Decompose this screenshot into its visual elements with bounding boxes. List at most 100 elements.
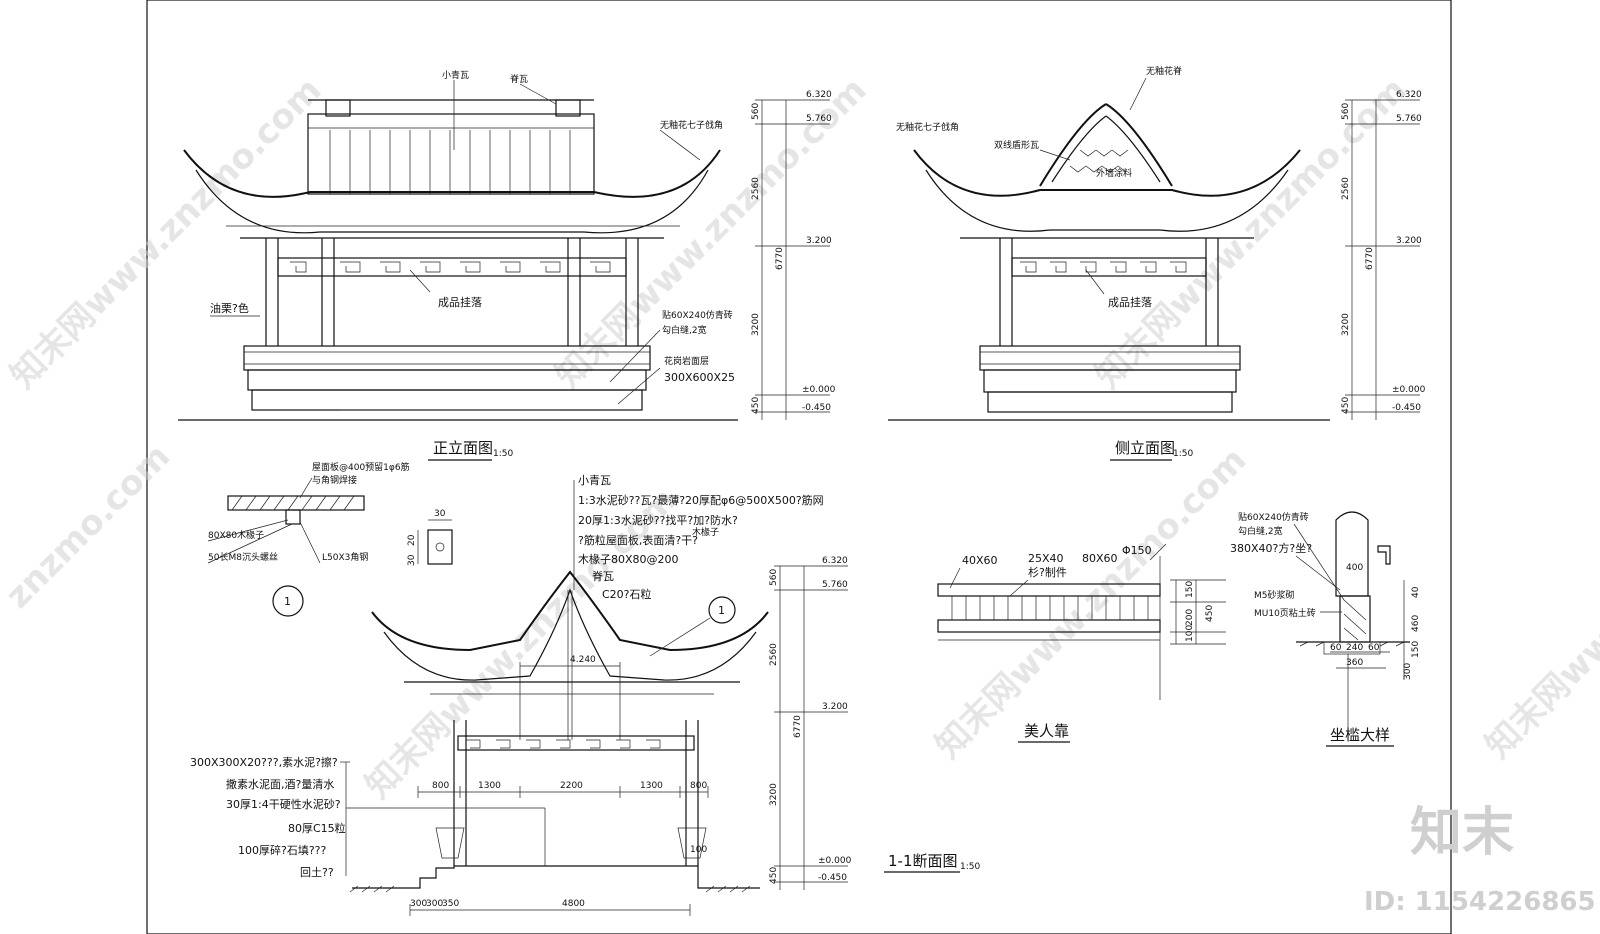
section-dim-1300: 1300 xyxy=(478,781,501,791)
label-4240: 4.240 xyxy=(570,655,596,665)
label-corner: 无釉花七子戗角 xyxy=(660,119,723,131)
title-bench: 美人靠 xyxy=(1024,722,1069,740)
watermark-text: 知末网www.znzmo.com xyxy=(3,70,329,396)
dim-6770: 6770 xyxy=(793,715,803,738)
watermark-layer: 知末网www.znzmo.com 知末网www.znzmo.com 知末网www… xyxy=(0,70,1600,806)
title-section: 1-1断面图 xyxy=(888,852,958,870)
section-bottom-100: 100 xyxy=(690,845,707,855)
elev-3200: 3.200 xyxy=(806,236,832,246)
callout-1-text: 1 xyxy=(284,595,291,608)
sill-brick: 贴60X240仿青砖 xyxy=(1238,511,1309,523)
dim-3200: 3200 xyxy=(769,783,779,806)
front-tile-ribs xyxy=(329,130,571,194)
elev-3200: 3.200 xyxy=(1396,236,1422,246)
section-left-2: 撒素水泥面,酒?量清水 xyxy=(226,777,334,791)
dim-6770: 6770 xyxy=(1365,247,1375,270)
watermark-text: 知末网www.znzmo.com xyxy=(928,440,1254,766)
section-callout-text: 1 xyxy=(718,604,725,617)
section-bottom-4800: 4800 xyxy=(562,899,585,909)
elev-5760: 5.760 xyxy=(1396,114,1422,124)
bench-d3: 80X60 xyxy=(1082,552,1118,565)
title-side-elevation: 侧立面图 xyxy=(1115,439,1175,457)
section-bottom-350: 350 xyxy=(442,899,459,909)
section-bottom-300: 300 xyxy=(410,899,427,909)
title-scale: 1:50 xyxy=(493,449,513,459)
dim-560: 560 xyxy=(769,569,779,586)
label-hanging: 成品挂落 xyxy=(438,295,482,309)
section-small-tile: 小青瓦 xyxy=(578,474,611,487)
elev-0450: -0.450 xyxy=(802,403,831,413)
dim-3200: 3200 xyxy=(1341,313,1351,336)
bench-d2: 25X40 xyxy=(1028,552,1064,565)
title-front-elevation: 正立面图 xyxy=(433,439,493,457)
elev-5760: 5.760 xyxy=(806,114,832,124)
section-callout xyxy=(708,596,736,624)
detail1-line2: 与角钢焊接 xyxy=(312,474,357,486)
elev-3200: 3.200 xyxy=(822,702,848,712)
section-left-3: 30厚1:4干硬性水泥砂? xyxy=(226,797,341,811)
sill-v460: 460 xyxy=(1411,615,1421,632)
section-dim-800b: 800 xyxy=(690,781,707,791)
sill-clay: MU10页粘土砖 xyxy=(1254,607,1316,619)
roof-detail-1: 屋面板@400预留1φ6筋 与角钢焊接 80X80木椽子 50长M8沉头螺丝 L… xyxy=(207,461,453,617)
label-granite-size: 300X600X25 xyxy=(664,371,735,384)
sill-v150: 150 xyxy=(1411,641,1421,658)
brand-id: ID: 1154226865 xyxy=(1364,887,1596,917)
elev-6320: 6.320 xyxy=(1396,90,1422,100)
label-side-corner: 无釉花七子戗角 xyxy=(896,121,959,133)
sill-v300: 300 xyxy=(1403,663,1413,680)
elev-6320: 6.320 xyxy=(822,556,848,566)
section-layer-3: ?筋粒屋面板,表面清?干? xyxy=(578,533,698,547)
bench-balusters xyxy=(951,596,1149,620)
dim-450: 450 xyxy=(1341,397,1351,414)
section-layer-2: 20厚1:3水泥砂??找平?加?防水? xyxy=(578,513,738,527)
elev-0450: -0.450 xyxy=(1392,403,1421,413)
sill-joint: 勾白缝,2宽 xyxy=(1238,525,1283,537)
label-double-tile: 双线盾形瓦 xyxy=(994,139,1039,151)
brand-logo-text: 知末 xyxy=(1410,803,1514,863)
brand-watermark: 知末 ID: 1154226865 xyxy=(1364,803,1596,917)
side-elevation: 无釉花脊 无釉花七子戗角 双线盾形瓦 外墙涂料 成品挂落 侧立面图 1:50 5… xyxy=(888,65,1426,461)
detail1-wood: 80X80木椽子 xyxy=(208,529,264,541)
dim-2560: 2560 xyxy=(1341,177,1351,200)
bench-v150: 150 xyxy=(1185,581,1195,598)
label-paint: 油栗?色 xyxy=(210,301,249,315)
title-scale: 1:50 xyxy=(1173,449,1193,459)
section-layer-1: 1:3水泥砂??瓦?最薄?20厚配φ6@500X500?筋网 xyxy=(578,493,824,507)
watermark-text: 知末网www.znzmo.com xyxy=(1478,440,1600,766)
elev-0450: -0.450 xyxy=(818,873,847,883)
elev-0000: ±0.000 xyxy=(802,385,836,395)
sill-v40: 40 xyxy=(1411,586,1421,598)
sill-h60a: 60 xyxy=(1330,643,1342,653)
elev-5760: 5.760 xyxy=(822,580,848,590)
section-1-1: 4.240 小青瓦 1:3水泥砂??瓦?最薄?20厚配φ6@500X500?筋网… xyxy=(190,474,980,916)
section-dim-800: 800 xyxy=(432,781,449,791)
label-side-hanging: 成品挂落 xyxy=(1108,295,1152,309)
sill-stone: 380X40?方?坐? xyxy=(1230,541,1312,555)
label-joint: 勾白缝,2宽 xyxy=(662,324,707,336)
elev-0000: ±0.000 xyxy=(818,856,852,866)
label-ridge-tile: 脊瓦 xyxy=(510,73,528,85)
sill-mortar: M5砂浆砌 xyxy=(1254,589,1295,601)
sill-h240: 240 xyxy=(1346,643,1363,653)
section-c20: C20?石粒 xyxy=(602,587,652,601)
dim-560: 560 xyxy=(1341,103,1351,120)
label-side-ridge: 无釉花脊 xyxy=(1146,65,1182,77)
bench-d1: 40X60 xyxy=(962,554,998,567)
detail1-bolt: 50长M8沉头螺丝 xyxy=(208,551,278,563)
section-left-4: 80厚C15粒 xyxy=(288,821,346,835)
section-left-5: 100厚碎?石填??? xyxy=(238,843,327,857)
sill-detail: 贴60X240仿青砖 勾白缝,2宽 380X40?方?坐? 400 M5砂浆砌 … xyxy=(1230,511,1421,747)
title-sill: 坐槛大样 xyxy=(1330,726,1390,744)
dim-6770: 6770 xyxy=(775,247,785,270)
watermark-text: 知末网www.znzmo.com xyxy=(1088,70,1414,396)
section-left-6: 回土?? xyxy=(300,866,334,879)
section-left-1: 300X300X20???,素水泥?擦? xyxy=(190,755,338,769)
elev-6320: 6.320 xyxy=(806,90,832,100)
dim-2560: 2560 xyxy=(769,643,779,666)
bench-v450: 450 xyxy=(1205,605,1215,622)
bench-d4: Φ150 xyxy=(1122,544,1152,557)
dim-2560: 2560 xyxy=(751,177,761,200)
sheet-border xyxy=(146,0,1452,934)
section-layer-4: 木椽子80X80@200 xyxy=(578,553,679,566)
